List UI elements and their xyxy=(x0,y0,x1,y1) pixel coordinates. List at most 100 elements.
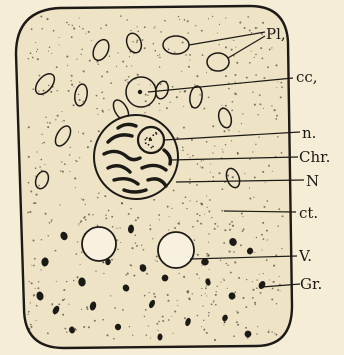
cytoplasm-dot xyxy=(254,252,255,253)
cytoplasm-dot xyxy=(232,225,234,227)
cytoplasm-dot xyxy=(73,27,75,29)
cytoplasm-dot xyxy=(235,81,236,82)
cytoplasm-dot xyxy=(109,56,110,57)
cytoplasm-dot xyxy=(28,182,30,184)
cytoplasm-dot xyxy=(214,339,216,341)
cytoplasm-dot xyxy=(61,161,62,162)
cytoplasm-dot xyxy=(220,260,221,261)
cytoplasm-dot xyxy=(174,51,175,52)
cytoplasm-dot xyxy=(203,320,204,321)
cytoplasm-dot xyxy=(237,312,239,314)
cytoplasm-dot xyxy=(114,307,116,309)
cytoplasm-dot xyxy=(229,229,231,231)
cytoplasm-dot xyxy=(72,25,73,26)
cytoplasm-dot xyxy=(119,227,120,228)
cytoplasm-dot xyxy=(130,264,131,265)
cytoplasm-dot xyxy=(98,192,99,193)
cytoplasm-dot xyxy=(277,136,278,137)
cytoplasm-dot xyxy=(76,276,78,278)
cytoplasm-dot xyxy=(194,84,195,85)
cytoplasm-dot xyxy=(177,300,178,301)
cytoplasm-dot xyxy=(223,324,224,325)
cytoplasm-dot xyxy=(61,111,62,112)
cytoplasm-dot xyxy=(174,310,176,312)
cytoplasm-dot xyxy=(66,56,68,58)
cytoplasm-dot xyxy=(31,28,33,30)
cytoplasm-dot xyxy=(271,47,272,48)
cytoplasm-dot xyxy=(215,294,217,296)
cytoplasm-dot xyxy=(79,157,80,158)
cytoplasm-dot xyxy=(106,71,108,73)
cytoplasm-dot xyxy=(37,58,39,60)
label-n: n. xyxy=(302,124,316,142)
cytoplasm-dot xyxy=(57,115,59,117)
cytoplasm-dot xyxy=(104,195,106,197)
cytoplasm-dot xyxy=(188,66,190,68)
cytoplasm-dot xyxy=(246,279,247,280)
cytoplasm-dot xyxy=(166,107,168,109)
cytoplasm-dot xyxy=(281,152,283,154)
cytoplasm-dot xyxy=(144,295,146,297)
cytoplasm-dot xyxy=(183,106,184,107)
cytoplasm-dot xyxy=(56,90,57,91)
cytoplasm-dot xyxy=(261,234,263,236)
cytoplasm-dot xyxy=(214,145,215,146)
cytoplasm-dot xyxy=(186,291,187,292)
cytoplasm-dot xyxy=(88,31,90,33)
cytoplasm-dot xyxy=(261,57,263,59)
cytoplasm-dot xyxy=(120,15,122,17)
cytoplasm-dot xyxy=(206,72,207,73)
cytoplasm-dot xyxy=(273,281,275,283)
cytoplasm-dot xyxy=(103,98,105,100)
cytoplasm-dot xyxy=(229,251,231,253)
cytoplasm-dot xyxy=(252,289,254,291)
cytoplasm-dot xyxy=(167,300,169,302)
cytoplasm-dot xyxy=(254,177,256,179)
cytoplasm-dot xyxy=(219,24,220,25)
cytoplasm-dot xyxy=(80,222,81,223)
cytoplasm-dot xyxy=(43,142,45,144)
cytoplasm-dot xyxy=(64,299,65,300)
cytoplasm-dot xyxy=(236,321,238,323)
cytoplasm-dot xyxy=(30,191,32,193)
cytoplasm-dot xyxy=(249,188,250,189)
nucleolus-dot xyxy=(146,137,148,139)
vacuole xyxy=(82,227,116,261)
cytoplasm-dot xyxy=(185,54,187,56)
cytoplasm-dot xyxy=(196,201,197,202)
cytoplasm-dot xyxy=(62,171,64,173)
cytoplasm-dot xyxy=(38,185,40,187)
cytoplasm-dot xyxy=(259,94,261,96)
cytoplasm-dot xyxy=(159,66,161,68)
cytoplasm-dot xyxy=(82,101,83,102)
cytoplasm-dot xyxy=(269,48,271,50)
cytoplasm-dot xyxy=(37,49,38,50)
cytoplasm-dot xyxy=(242,113,243,114)
cytoplasm-dot xyxy=(262,222,264,224)
cytoplasm-dot xyxy=(97,114,98,115)
cytoplasm-dot xyxy=(197,220,199,222)
cytoplasm-dot xyxy=(196,213,198,215)
cytoplasm-dot xyxy=(245,327,247,329)
cytoplasm-dot xyxy=(160,83,162,85)
cytoplasm-dot xyxy=(222,105,223,106)
cytoplasm-dot xyxy=(160,31,162,33)
cytoplasm-dot xyxy=(122,61,124,63)
cytoplasm-dot xyxy=(217,226,218,227)
cytoplasm-dot xyxy=(82,199,84,201)
cytoplasm-dot xyxy=(171,316,172,317)
cytoplasm-dot xyxy=(59,204,60,205)
cytoplasm-dot xyxy=(157,55,158,56)
cytoplasm-dot xyxy=(276,303,278,305)
cytoplasm-dot xyxy=(189,54,191,56)
cytoplasm-dot xyxy=(263,238,265,240)
cytoplasm-dot xyxy=(66,331,68,333)
cytoplasm-dot xyxy=(192,293,193,294)
cytoplasm-dot xyxy=(150,337,151,338)
label-cc: cc, xyxy=(296,68,318,86)
cytoplasm-dot xyxy=(29,281,30,282)
cytoplasm-dot xyxy=(105,217,107,219)
cytoplasm-dot xyxy=(125,79,127,81)
cytoplasm-dot xyxy=(41,239,42,240)
cytoplasm-dot xyxy=(267,66,269,68)
